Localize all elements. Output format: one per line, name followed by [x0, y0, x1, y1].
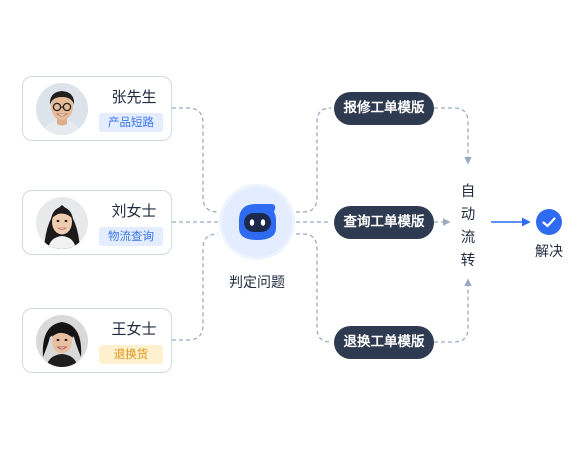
connector-template-1: [296, 107, 332, 213]
woman-short-hair-avatar: [36, 315, 88, 367]
auto-flow-char-3: 流: [460, 230, 476, 246]
judge-problem-label: 判定问题: [229, 275, 285, 291]
connector-customer-3: [172, 233, 219, 341]
issue-tag: 退换货: [99, 345, 163, 364]
auto-flow-char-1: 自: [460, 184, 476, 200]
solve-label: 解决: [535, 244, 563, 260]
connector-customer-1: [172, 107, 219, 213]
robot-node: [219, 184, 295, 260]
robot-icon: [222, 187, 292, 257]
issue-tag: 物流查询: [99, 227, 163, 246]
connector-flow-1: [434, 107, 472, 165]
connector-template-3: [296, 233, 332, 343]
customer-card-1: 张先生 产品短路: [22, 76, 172, 141]
customer-name: 王女士: [111, 320, 157, 338]
auto-flow-char-2: 动: [460, 207, 476, 223]
auto-flow-char-4: 转: [460, 253, 476, 269]
customer-card-2: 刘女士 物流查询: [22, 190, 172, 255]
result-node: [536, 209, 562, 235]
connector-flow-3: [434, 278, 472, 343]
template-return: 退换工单模版: [334, 326, 434, 359]
template-query: 查询工单模版: [334, 206, 434, 239]
issue-tag: 产品短路: [99, 113, 163, 132]
check-circle-icon: [542, 217, 556, 228]
woman-long-hair-avatar: [36, 197, 88, 249]
man-with-glasses-avatar: [36, 83, 88, 135]
customer-card-3: 王女士 退换货: [22, 308, 172, 373]
template-repair: 报修工单模版: [334, 92, 434, 125]
customer-name: 刘女士: [111, 202, 157, 220]
customer-name: 张先生: [111, 88, 157, 106]
